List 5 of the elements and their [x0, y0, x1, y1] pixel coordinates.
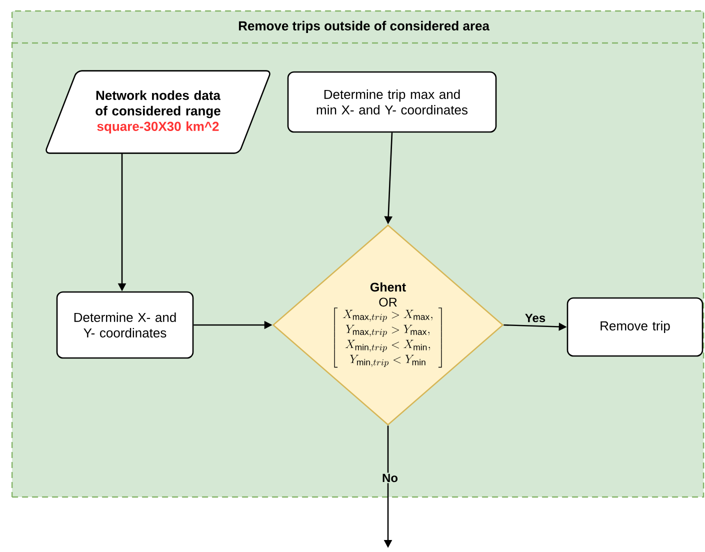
process-box: Determine X- and Y- coordinates [56, 291, 194, 359]
data-parallelogram: Network nodes data of considered range square-30X30 km^2 [46, 70, 270, 154]
process-box: Determine trip max and min X- and Y- coordinates [287, 71, 497, 133]
process-box: Remove trip [566, 297, 704, 357]
edge-label: No [381, 472, 399, 484]
